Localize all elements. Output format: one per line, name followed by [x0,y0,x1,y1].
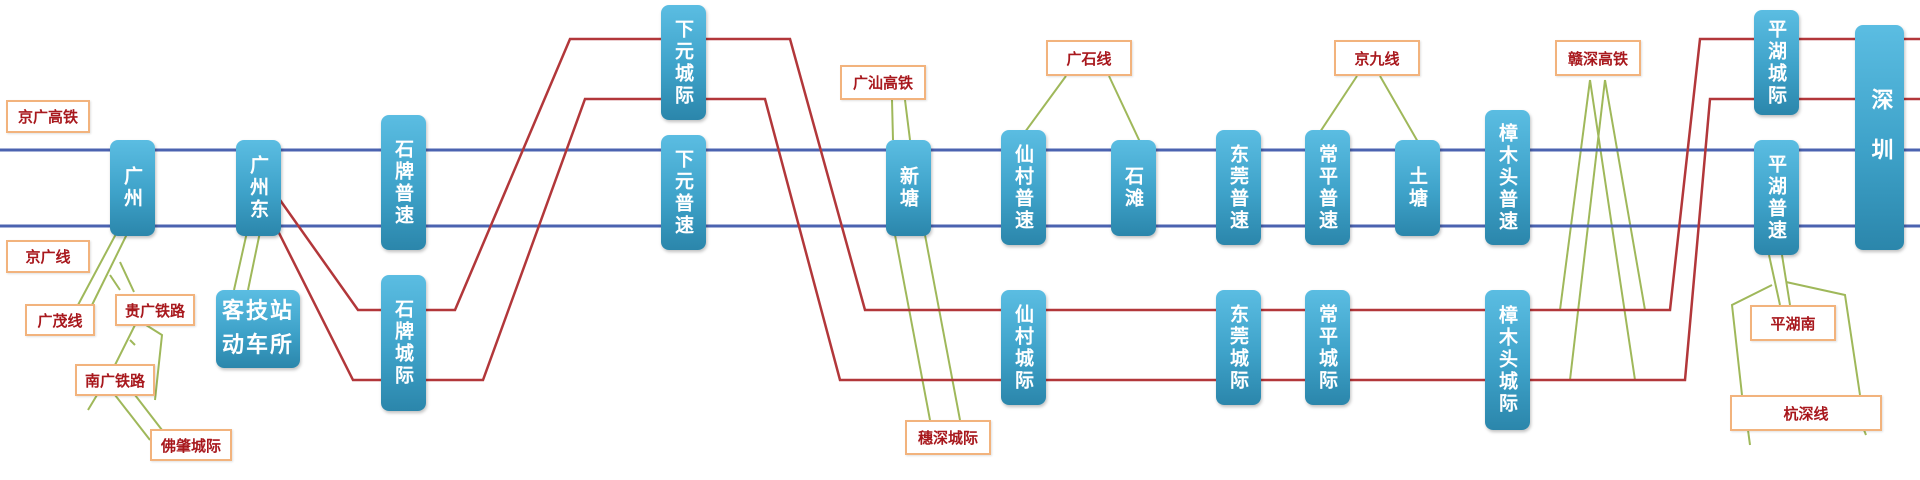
connector-guigung-2 [109,274,121,291]
station-shipai-chengji[interactable]: 石牌城际 [381,275,426,411]
connector-guangshan-1 [891,99,894,141]
station-pinghu-chengji[interactable]: 平湖城际 [1754,10,1799,115]
connector-lines [77,75,1867,446]
connector-suishen-2 [924,234,961,421]
station-xiayuan-chengji[interactable]: 下元城际 [661,5,706,120]
connector-guangshan-2 [904,99,911,141]
label-guangmao-xian: 广茂线 [25,304,95,336]
station-tutang[interactable]: 土塘 [1395,140,1440,236]
conventional-lines [0,148,1920,228]
connector-hangshen-3 [1747,429,1751,446]
label-jingjiu-xian: 京九线 [1334,40,1420,76]
connector-hangshen-1 [1730,284,1773,396]
station-xiancun-chengji[interactable]: 仙村城际 [1001,290,1046,405]
station-guangzhou[interactable]: 广州 [110,140,155,236]
label-hangshen-xian: 杭深线 [1730,395,1882,431]
connector-guigung-1 [119,261,135,293]
label-pinghu-nan: 平湖南 [1750,305,1836,341]
station-changping-chengji[interactable]: 常平城际 [1305,290,1350,405]
intercity-lines [273,37,1920,382]
station-dongguan-pusu[interactable]: 东莞普速 [1216,130,1261,245]
station-changping-pusu[interactable]: 常平普速 [1305,130,1350,245]
connector-ganshen-3 [1569,79,1606,381]
connector-jingjiu-2 [1379,75,1419,143]
label-guigung-tielu: 贵广铁路 [115,294,195,326]
label-jingguang-gaotie: 京广高铁 [6,100,90,133]
connector-ganshen-2 [1589,79,1636,381]
intercity-line-b [273,97,1920,382]
label-fozhao-chengji: 佛肇城际 [150,429,232,461]
station-xintang[interactable]: 新塘 [886,140,931,236]
connector-jingguang-branch [91,231,129,306]
connector-fozhao-1 [114,394,151,441]
connector-depot-2 [247,231,261,291]
label-ganshen-gaotie: 赣深高铁 [1555,40,1641,76]
connector-suishen-1 [894,234,931,421]
connector-guangshi-1 [1024,75,1067,133]
label-jingguang-xian: 京广线 [6,240,90,273]
connector-guangshi-2 [1108,75,1141,143]
station-xiancun-pusu[interactable]: 仙村普速 [1001,130,1046,245]
station-guangzhoudong[interactable]: 广州东 [236,140,281,236]
label-guangshan-gaotie: 广汕高铁 [840,65,926,100]
connector-hangshen-2 [1785,281,1861,396]
station-pinghu-pusu[interactable]: 平湖普速 [1754,140,1799,255]
connector-ganshen-4 [1604,79,1646,311]
connector-nanguang-3 [129,339,136,346]
connector-ganshen-1 [1559,79,1591,311]
label-nanguang-tielu: 南广铁路 [75,364,155,396]
station-xiayuan-pusu[interactable]: 下元普速 [661,135,706,250]
station-shitan[interactable]: 石滩 [1111,140,1156,236]
label-guangshi-xian: 广石线 [1046,40,1132,76]
station-zhangmutou-pusu[interactable]: 樟木头普速 [1485,110,1530,245]
connector-guangmao [77,231,118,306]
station-zhangmutou-chengji[interactable]: 樟木头城际 [1485,290,1530,430]
connector-fozhao-2 [134,394,163,431]
connector-pinghunan-2 [1781,254,1791,306]
connector-nanguang-2 [145,324,164,401]
connector-pinghunan-1 [1768,254,1781,306]
intercity-line-a [278,37,1920,312]
station-dongguan-chengji[interactable]: 东莞城际 [1216,290,1261,405]
station-shenzhen[interactable]: 深圳 [1855,25,1904,250]
station-depot[interactable]: 客技站动车所 [216,290,300,368]
label-suishen-chengji: 穗深城际 [905,420,991,455]
connector-depot-1 [233,231,248,291]
connector-jingjiu-1 [1319,75,1358,133]
station-shipai-pusu[interactable]: 石牌普速 [381,115,426,250]
